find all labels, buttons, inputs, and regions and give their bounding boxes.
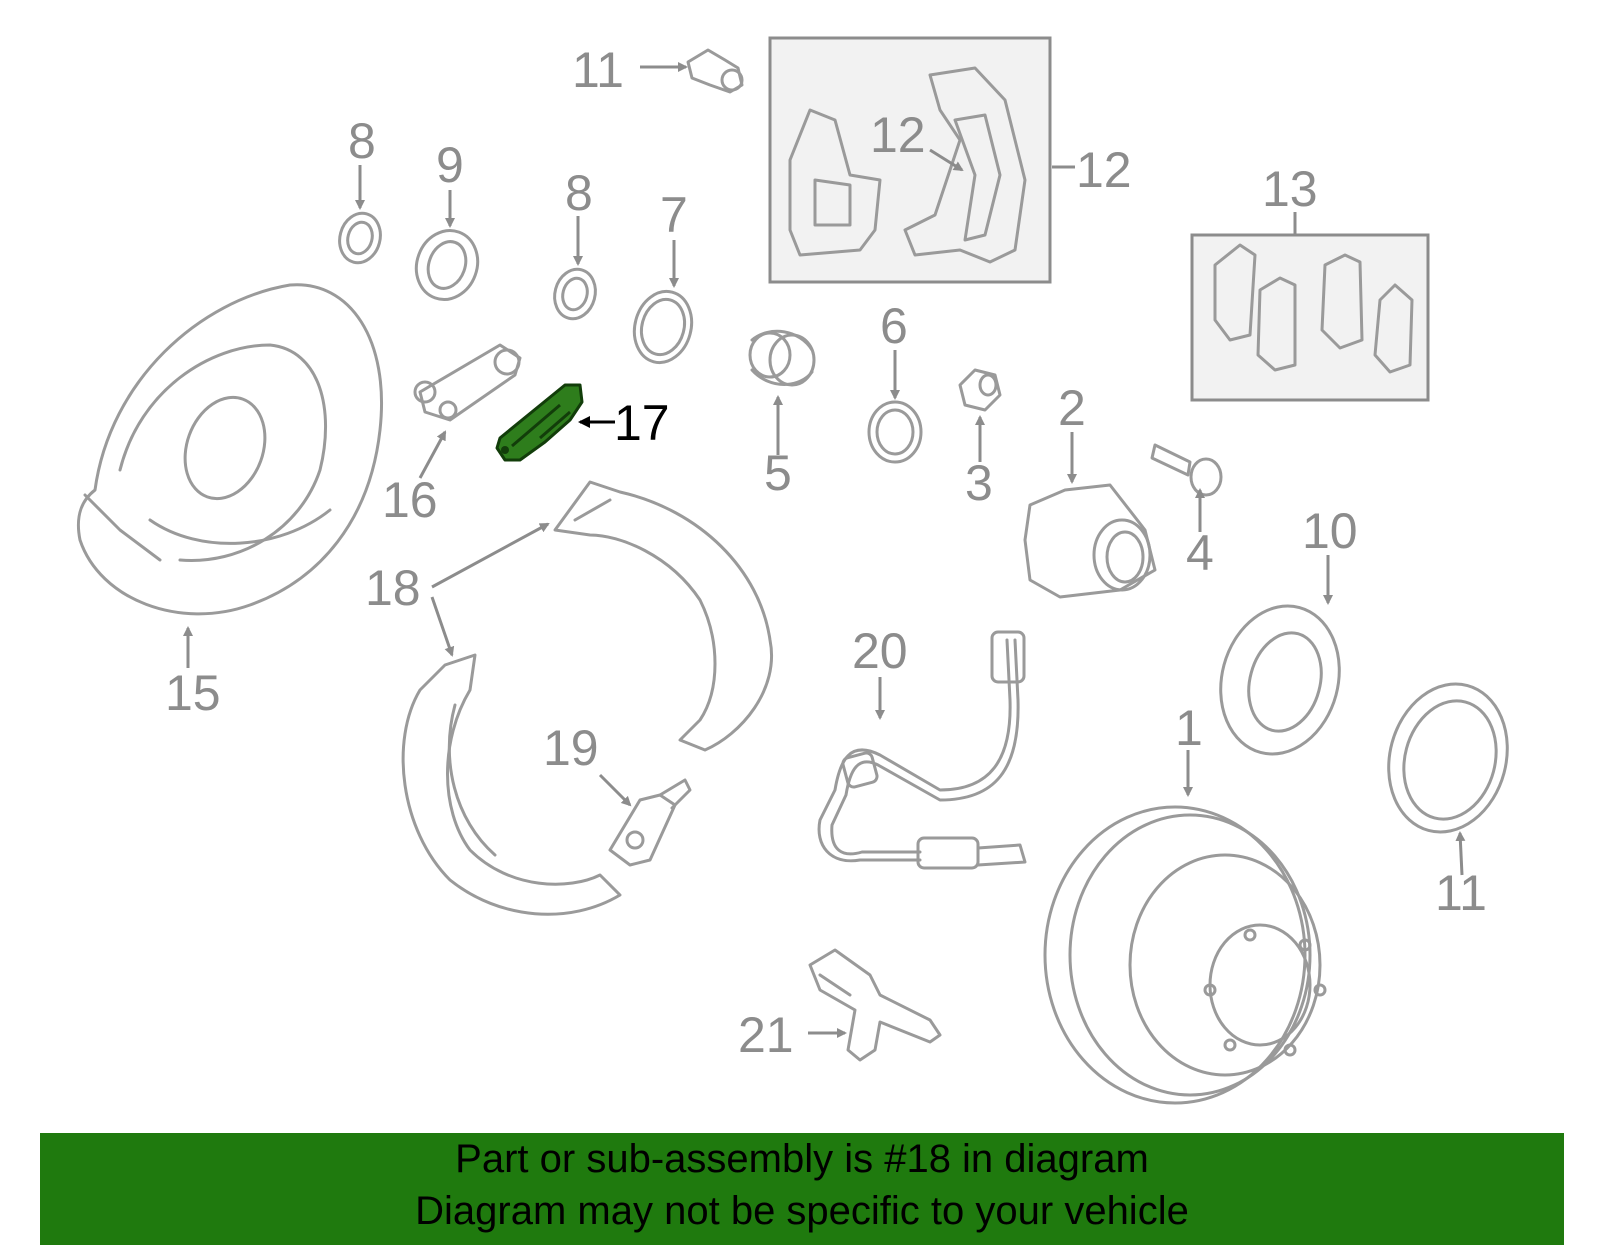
callout-13[interactable]: 11 (572, 42, 624, 98)
o-ring-7[interactable] (627, 285, 700, 369)
brake-rotor[interactable] (1043, 805, 1327, 1105)
brake-hose[interactable] (817, 630, 1027, 870)
bleeder-screw[interactable] (686, 48, 744, 94)
callout-21[interactable]: 20 (852, 623, 908, 679)
hub-flange[interactable] (1023, 483, 1157, 599)
callout-16[interactable]: 15 (165, 665, 221, 721)
callout-18[interactable]: 17 (614, 395, 670, 451)
nut[interactable] (958, 368, 1002, 412)
leader-20 (598, 773, 632, 807)
callout-15[interactable]: 13 (1262, 161, 1318, 217)
callout-1[interactable]: 1 (1175, 700, 1203, 756)
callout-5[interactable]: 5 (764, 445, 792, 501)
hub-bolt[interactable] (1150, 443, 1223, 497)
banner-line-2: Diagram may not be specific to your vehi… (415, 1189, 1189, 1233)
callout-12[interactable]: 12 (1076, 142, 1132, 198)
parking-brake-shoes[interactable] (401, 480, 773, 916)
dust-shield[interactable] (1205, 593, 1356, 768)
backing-plate[interactable] (76, 283, 383, 616)
callout-6[interactable]: 6 (880, 298, 908, 354)
seal-9-inner (426, 240, 468, 290)
callout-8b[interactable]: 8 (565, 165, 593, 221)
abs-sensor[interactable] (808, 948, 942, 1062)
callout-17[interactable]: 16 (382, 472, 438, 528)
callout-3[interactable]: 3 (965, 455, 993, 511)
brake-parts-diagram: 11 12 12 13 8 9 8 7 6 5 3 2 4 16 15 18 1… (76, 36, 1524, 1105)
callout-14[interactable]: 12 (870, 107, 926, 163)
washer-8a[interactable] (334, 209, 386, 268)
brake-pads-box[interactable] (1190, 233, 1430, 402)
parking-brake-lever-highlighted[interactable] (495, 383, 584, 462)
bearing[interactable] (748, 329, 816, 387)
adjuster-screw[interactable] (608, 778, 692, 867)
washer-8a-inner (346, 220, 374, 256)
caliper-assembly-box[interactable] (768, 36, 1052, 284)
info-banner: Part or sub-assembly is #18 in diagram D… (40, 1133, 1564, 1245)
callout-11[interactable]: 11 (1435, 865, 1487, 921)
callout-7[interactable]: 7 (660, 187, 688, 243)
callout-9[interactable]: 9 (436, 137, 464, 193)
o-ring-7-inner (639, 297, 687, 357)
adjuster-strut[interactable] (413, 343, 522, 422)
gasket[interactable] (1373, 671, 1524, 846)
callout-8a[interactable]: 8 (348, 113, 376, 169)
callout-22[interactable]: 21 (738, 1007, 794, 1063)
callout-20[interactable]: 19 (543, 720, 599, 776)
washer-8b[interactable] (549, 265, 601, 324)
seal-9[interactable] (407, 222, 487, 308)
callout-19[interactable]: 18 (365, 560, 421, 616)
seal-6-inner (875, 408, 915, 456)
callout-4[interactable]: 4 (1186, 525, 1214, 581)
leader-19a (431, 522, 550, 589)
banner-line-1: Part or sub-assembly is #18 in diagram (455, 1137, 1149, 1181)
callout-2[interactable]: 2 (1058, 380, 1086, 436)
leader-17 (418, 430, 447, 479)
leader-19b (430, 596, 455, 657)
callout-10[interactable]: 10 (1302, 503, 1358, 559)
washer-8b-inner (561, 276, 589, 312)
leader-11 (1455, 831, 1466, 876)
leader-14 (929, 148, 964, 172)
seal-6[interactable] (867, 400, 923, 464)
